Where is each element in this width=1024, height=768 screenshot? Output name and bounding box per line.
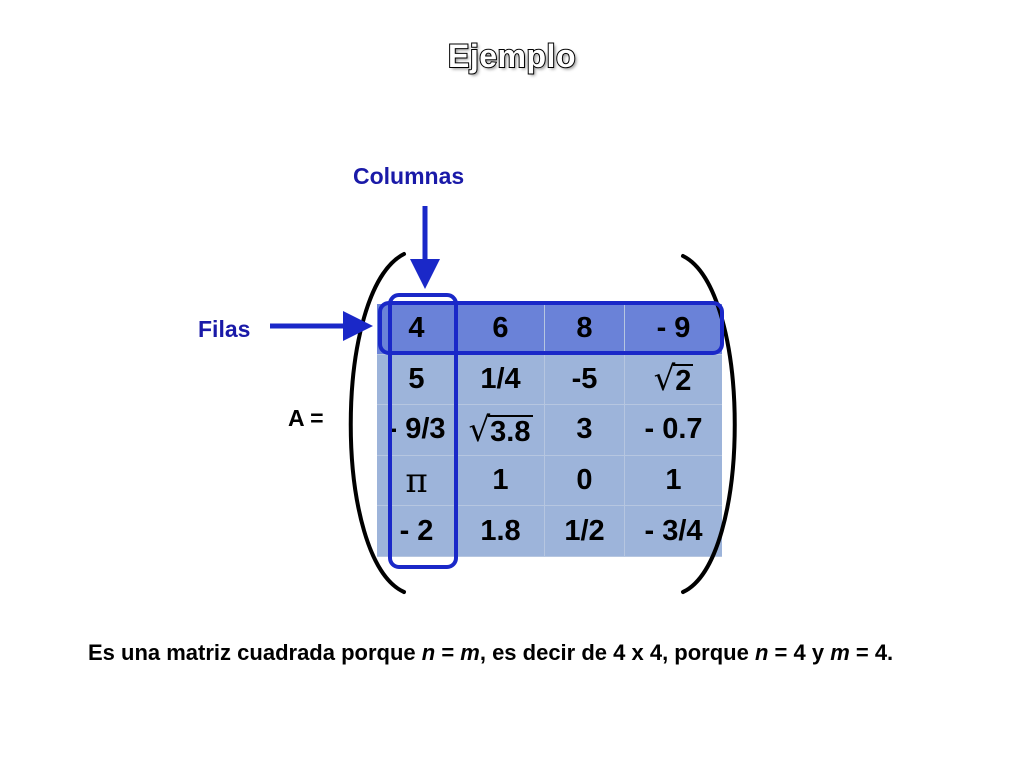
sqrt-icon: √ — [653, 359, 676, 400]
matrix-cell-r3-c3: 1 — [625, 455, 722, 507]
variable-m: m — [460, 640, 480, 665]
sqrt-icon: √ — [468, 409, 491, 450]
row-highlight — [378, 301, 724, 355]
variable-m: m — [830, 640, 850, 665]
matrix-cell-r3-c1: 1 — [457, 455, 545, 507]
sentence-text: Es una matriz cuadrada porque — [88, 640, 422, 665]
matrix-cell-r4-c1: 1.8 — [457, 506, 545, 557]
sqrt-expression: √ 3.8 — [469, 413, 533, 447]
matrix-cell-r1-c2: -5 — [545, 354, 625, 406]
matrix-cell-r0-c1: 6 — [457, 304, 545, 355]
matrix-cell-r1-c1: 1/4 — [457, 354, 545, 406]
right-parenthesis — [681, 254, 737, 594]
column-highlight — [388, 293, 458, 569]
matrix-cell-r1-c3: √ 2 — [625, 354, 722, 406]
variable-n: n — [421, 640, 436, 665]
sqrt-radicand: 3.8 — [488, 414, 533, 448]
matrix-cell-r2-c1: √ 3.8 — [457, 405, 545, 456]
left-parenthesis — [348, 252, 406, 594]
sentence-text: = 4. — [849, 640, 894, 665]
columns-label: Columnas — [353, 163, 465, 189]
sqrt-expression: √ 2 — [654, 362, 694, 396]
rows-label: Filas — [198, 316, 251, 342]
matrix-name-label: A = — [288, 405, 324, 431]
sqrt-radicand: 2 — [673, 363, 694, 397]
explanation-sentence: Es una matriz cuadrada porque n = m, es … — [88, 636, 928, 670]
sentence-text: = — [435, 640, 461, 665]
matrix-cell-r0-c3: - 9 — [625, 304, 722, 355]
matrix-cell-r3-c2: 0 — [545, 455, 625, 507]
matrix-cell-r4-c2: 1/2 — [545, 506, 625, 557]
matrix-cell-r4-c3: - 3/4 — [625, 506, 722, 557]
sentence-text: , es decir de 4 x 4, porque — [479, 640, 755, 665]
slide-title: Ejemplo — [447, 37, 576, 75]
matrix-cell-r2-c3: - 0.7 — [625, 405, 722, 456]
matrix-cell-r2-c2: 3 — [545, 405, 625, 456]
sentence-text: = 4 y — [768, 640, 831, 665]
variable-n: n — [754, 640, 769, 665]
